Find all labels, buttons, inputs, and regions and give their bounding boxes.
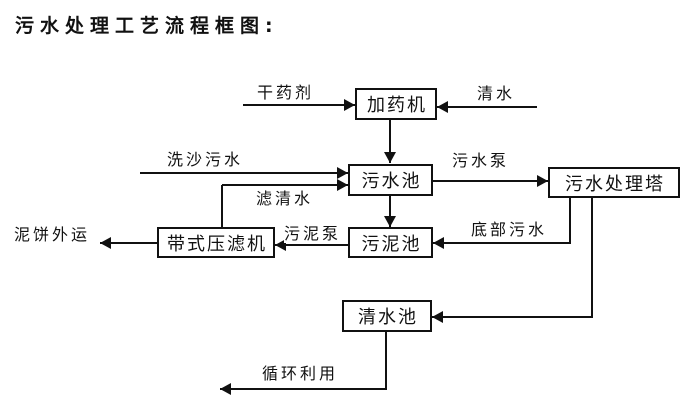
clean-water-to-dosing-machine-line xyxy=(437,106,537,108)
dosing-machine-to-sewage-pool-arrowhead xyxy=(384,152,396,163)
clean-water-pool-to-recycle-arrowhead xyxy=(220,383,231,395)
sludge-pool-to-belt-filter-press-arrowhead xyxy=(275,239,286,251)
filtered-water-to-sewage-pool-arrowhead xyxy=(337,179,348,191)
filtered-water-to-sewage-pool-line xyxy=(222,184,348,186)
flow-label-mud-cake-out: 泥饼外运 xyxy=(14,225,91,244)
flow-label-bottom-sewage: 底部污水 xyxy=(471,220,548,239)
treatment-tower-clean-water-drop-line xyxy=(591,197,593,317)
sewage-pool-to-treatment-tower-line xyxy=(433,180,548,182)
belt-filter-press-to-mud-cake-out-arrowhead xyxy=(100,237,111,249)
dosing-machine-to-sewage-pool-line xyxy=(389,120,391,163)
flow-label-clean-water: 清水 xyxy=(477,84,516,103)
sludge-pool-to-belt-filter-press-line xyxy=(275,244,348,246)
flow-label-filtered-water: 滤清水 xyxy=(256,189,314,208)
flow-label-sand-washing-sewage: 洗沙污水 xyxy=(167,150,244,169)
page-title: 污水处理工艺流程框图: xyxy=(15,15,279,37)
process-box-sewage-pool: 污水池 xyxy=(348,164,433,196)
belt-filter-press-riser-line xyxy=(221,185,223,227)
sewage-pool-to-sludge-pool-arrowhead xyxy=(384,216,396,227)
clean-water-to-dosing-machine-arrowhead xyxy=(437,101,448,113)
treatment-tower-to-clean-water-pool-line xyxy=(432,316,593,318)
treatment-tower-bottom-drop-line xyxy=(569,197,571,244)
process-box-belt-filter-press: 带式压滤机 xyxy=(157,227,275,258)
flow-label-sludge-pump: 污泥泵 xyxy=(284,224,342,243)
belt-filter-press-to-mud-cake-out-line xyxy=(100,242,157,244)
flow-label-recycle: 循环利用 xyxy=(262,364,339,383)
process-box-treatment-tower: 污水处理塔 xyxy=(548,167,680,198)
bottom-sewage-to-sludge-pool-line xyxy=(433,242,571,244)
treatment-tower-to-clean-water-pool-arrowhead xyxy=(432,311,443,323)
sand-washing-sewage-to-sewage-pool-arrowhead xyxy=(337,167,348,179)
sewage-pool-to-treatment-tower-arrowhead xyxy=(537,175,548,187)
dry-chemical-to-dosing-machine-arrowhead xyxy=(344,99,355,111)
dry-chemical-to-dosing-machine-line xyxy=(243,104,355,106)
flow-label-dry-chemical: 干药剂 xyxy=(257,83,315,102)
sewage-pool-to-sludge-pool-line xyxy=(389,196,391,227)
clean-water-pool-to-recycle-line xyxy=(220,388,387,390)
sand-washing-sewage-to-sewage-pool-line xyxy=(140,172,348,174)
flow-label-sewage-pump: 污水泵 xyxy=(452,151,510,170)
clean-water-pool-drop-line xyxy=(385,332,387,389)
process-box-dosing-machine: 加药机 xyxy=(355,88,437,120)
process-box-sludge-pool: 污泥池 xyxy=(348,227,433,258)
bottom-sewage-to-sludge-pool-arrowhead xyxy=(433,237,444,249)
process-box-clean-water-pool: 清水池 xyxy=(342,300,432,332)
